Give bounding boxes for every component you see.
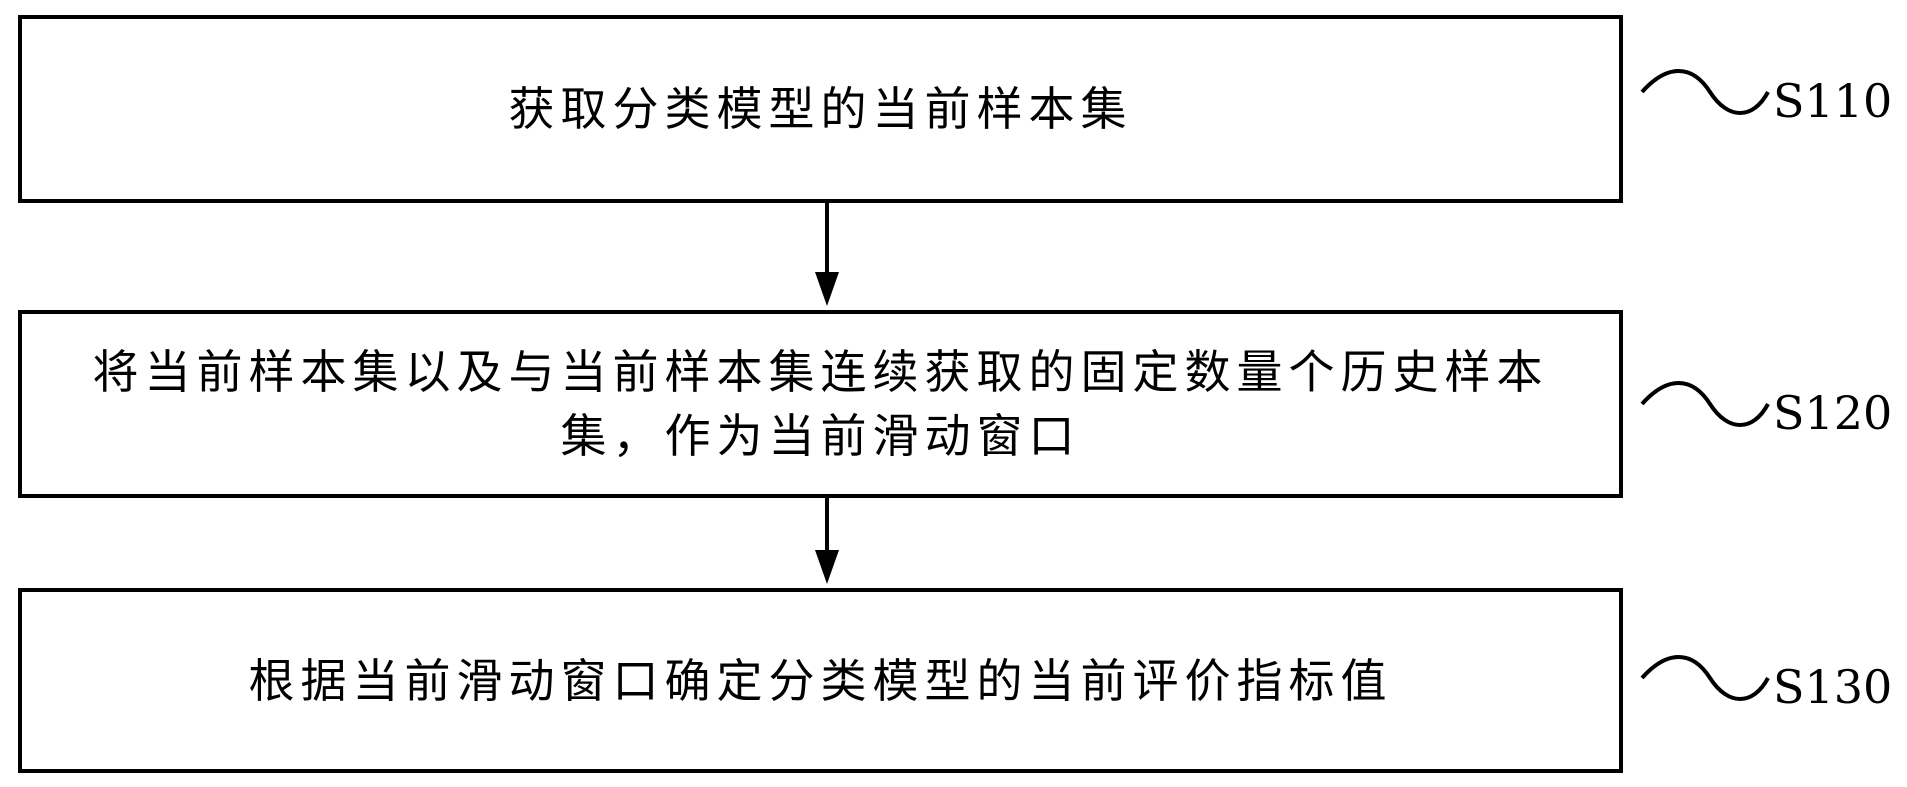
step-box-s110: 获取分类模型的当前样本集 [18, 15, 1623, 203]
step-text-line: 集，作为当前滑动窗口 [560, 409, 1081, 463]
tilde-leader-s110 [1640, 69, 1770, 115]
step-box-s120: 将当前样本集以及与当前样本集连续获取的固定数量个历史样本 集，作为当前滑动窗口 [18, 310, 1623, 498]
arrow-head-icon [815, 272, 839, 306]
step-text-s130: 根据当前滑动窗口确定分类模型的当前评价指标值 [229, 649, 1413, 713]
step-text-line: 获取分类模型的当前样本集 [508, 82, 1133, 136]
step-label-s120: S120 [1773, 386, 1893, 440]
tilde-leader-s120 [1640, 381, 1770, 427]
step-box-s130: 根据当前滑动窗口确定分类模型的当前评价指标值 [18, 588, 1623, 773]
step-label-s130: S130 [1773, 660, 1893, 714]
step-text-s120: 将当前样本集以及与当前样本集连续获取的固定数量个历史样本 集，作为当前滑动窗口 [73, 340, 1569, 468]
step-text-line: 根据当前滑动窗口确定分类模型的当前评价指标值 [248, 653, 1393, 708]
step-label-s110: S110 [1773, 74, 1893, 128]
step-text-s110: 获取分类模型的当前样本集 [489, 77, 1153, 141]
arrow-head-icon [815, 550, 839, 584]
step-text-line: 将当前样本集以及与当前样本集连续获取的固定数量个历史样本 [92, 345, 1549, 399]
tilde-leader-s130 [1640, 655, 1770, 701]
